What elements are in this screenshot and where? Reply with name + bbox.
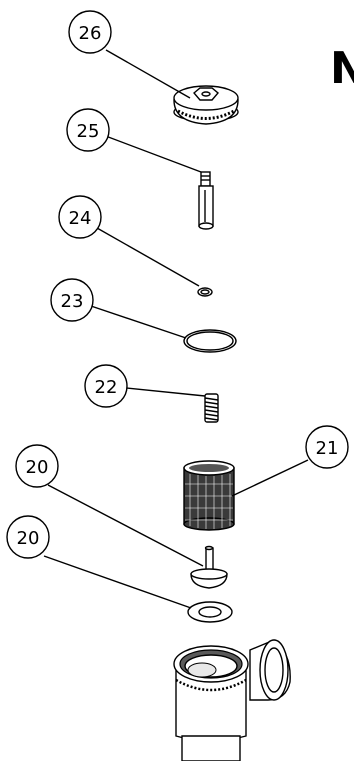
svg-text:23: 23 [61, 291, 84, 312]
part-24-small-o-ring [197, 287, 213, 297]
svg-text:21: 21 [316, 438, 339, 459]
callout-22: 22 [84, 364, 128, 408]
svg-text:22: 22 [95, 377, 118, 398]
callout-26: 26 [68, 10, 112, 54]
svg-text:20: 20 [17, 528, 40, 549]
part-20-valve-disc [190, 545, 228, 589]
valve-body [173, 639, 291, 761]
part-26-cap [173, 85, 239, 125]
callout-21: 21 [305, 425, 349, 469]
svg-text:24: 24 [69, 208, 92, 229]
svg-text:26: 26 [79, 23, 102, 44]
callout-23: 23 [50, 278, 94, 322]
part-20-washer [187, 601, 233, 623]
svg-text:25: 25 [77, 121, 100, 142]
part-25-stem [198, 171, 214, 230]
part-21-strainer-basket [183, 460, 235, 531]
part-23-large-o-ring [183, 329, 237, 353]
callout-20-lower: 20 [6, 515, 50, 559]
callout-20-upper: 20 [15, 444, 59, 488]
corner-letter: N [330, 43, 354, 94]
callout-24: 24 [58, 195, 102, 239]
callout-25: 25 [66, 108, 110, 152]
part-22-spring [204, 393, 219, 423]
svg-text:20: 20 [26, 457, 49, 478]
